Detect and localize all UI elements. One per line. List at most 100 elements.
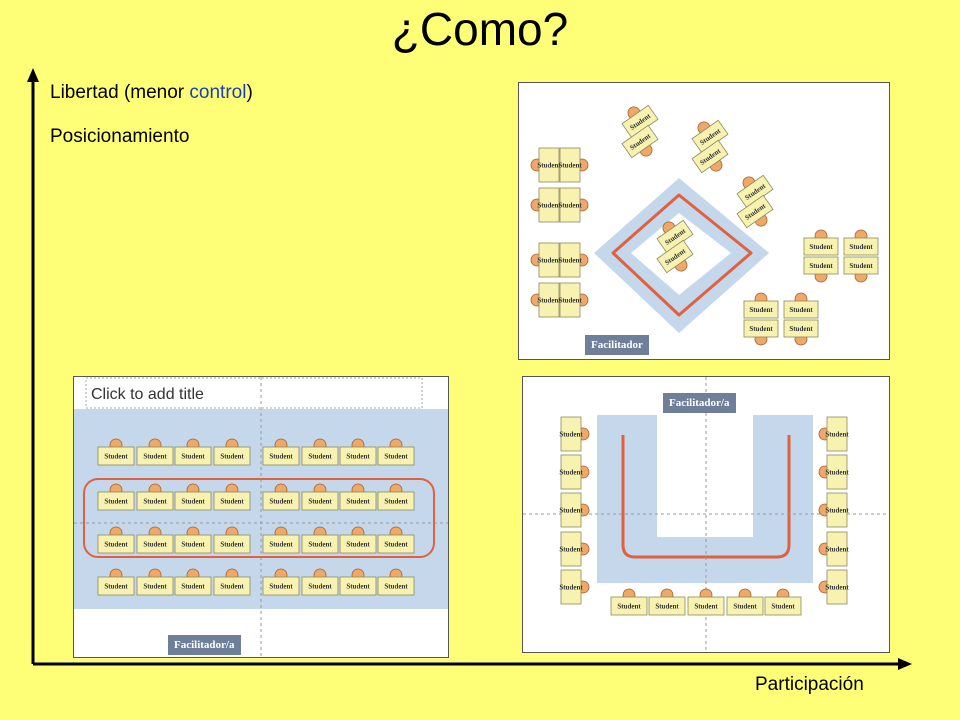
- desk-rect: [726, 596, 764, 616]
- desk-rect: [560, 416, 582, 452]
- desk-label: Student: [537, 297, 561, 305]
- student-desk: Student: [530, 282, 561, 318]
- desk-label: Student: [269, 453, 293, 461]
- y-axis-label-secondary: Posicionamiento: [50, 126, 190, 147]
- student-desk: Student: [301, 568, 339, 596]
- desk-label: Student: [269, 498, 293, 506]
- desk-label: Student: [749, 325, 773, 333]
- desk-label: Student: [559, 584, 583, 592]
- desk-rect: [764, 596, 802, 616]
- desk-label: Student: [346, 453, 370, 461]
- desk-rect: [743, 300, 779, 319]
- desk-label: Student: [269, 583, 293, 591]
- student-desk: Student: [377, 568, 415, 596]
- student-desk: Student: [743, 292, 779, 319]
- desk-rect: [339, 576, 377, 596]
- desk-rect: [97, 576, 135, 596]
- desk-rect: [136, 446, 174, 466]
- desk-rect: [377, 576, 415, 596]
- slide-title: ¿Como?: [391, 3, 569, 55]
- student-desk: Student: [136, 568, 174, 596]
- desk-label: Student: [104, 541, 128, 549]
- student-desk: Student: [262, 568, 300, 596]
- desk-rect: [691, 139, 729, 174]
- desk-rect: [262, 446, 300, 466]
- desk-rect: [97, 534, 135, 554]
- highlight-word: control: [189, 82, 247, 103]
- desk-rect: [213, 491, 251, 511]
- student-desk: Student: [174, 483, 212, 511]
- desk-label: Student: [825, 546, 849, 554]
- student-desk: Student: [559, 416, 590, 452]
- student-desk: Student: [301, 483, 339, 511]
- desk-label: Student: [849, 262, 873, 270]
- student-desk: Student: [558, 242, 589, 278]
- student-desk: Student: [377, 526, 415, 554]
- title-placeholder-frame: [85, 377, 423, 409]
- desk-label: Student: [617, 603, 641, 611]
- y-axis-label: Libertad (menor control): [50, 82, 253, 103]
- desk-rect: [559, 282, 581, 318]
- student-desk: Student: [377, 438, 415, 466]
- desk-rect: [136, 491, 174, 511]
- student-desk: Student: [339, 438, 377, 466]
- desk-rect: [559, 147, 581, 183]
- desk-label: Student: [143, 541, 167, 549]
- desk-label: Student: [559, 469, 583, 477]
- desk-rect: [136, 534, 174, 554]
- desk-rect: [213, 576, 251, 596]
- desk-rect: [301, 534, 339, 554]
- desk-rect: [174, 534, 212, 554]
- desk-label: Student: [789, 325, 813, 333]
- desk-rect: [826, 492, 848, 528]
- desk-rect: [826, 569, 848, 605]
- desk-label: Student: [104, 583, 128, 591]
- student-desk: Student: [818, 492, 849, 528]
- desk-rect: [783, 319, 819, 338]
- desk-rect: [213, 446, 251, 466]
- desk-label: Student: [181, 583, 205, 591]
- desk-rect: [826, 454, 848, 490]
- student-desk: Student: [559, 569, 590, 605]
- desk-rect: [174, 491, 212, 511]
- desk-rect: [301, 491, 339, 511]
- desk-label: Student: [559, 431, 583, 439]
- desk-rect: [262, 491, 300, 511]
- desk-rect: [610, 596, 648, 616]
- title-placeholder[interactable]: Click to add title: [91, 386, 204, 403]
- student-desk: Student: [136, 526, 174, 554]
- student-desk: Student: [213, 438, 251, 466]
- desk-label: Student: [559, 507, 583, 515]
- desk-label: Student: [308, 498, 332, 506]
- desk-rect: [97, 446, 135, 466]
- desk-rect: [687, 596, 725, 616]
- student-desk: Student: [213, 483, 251, 511]
- desk-label: Student: [104, 453, 128, 461]
- student-desk: Student: [213, 526, 251, 554]
- desk-label: Student: [849, 243, 873, 251]
- desk-label: Student: [809, 262, 833, 270]
- student-desk: Student: [621, 124, 659, 159]
- desk-rect: [538, 147, 560, 183]
- student-desk: Student: [174, 526, 212, 554]
- student-desk: Student: [97, 483, 135, 511]
- desk-rect: [736, 194, 774, 229]
- desk-rect: [339, 491, 377, 511]
- facilitator-tag: Facilitador: [585, 335, 649, 355]
- student-desk: Student: [726, 588, 764, 616]
- desk-rect: [648, 596, 686, 616]
- desk-rect: [826, 416, 848, 452]
- desk-label: Student: [143, 498, 167, 506]
- desk-label: Student: [559, 546, 583, 554]
- desk-label: Student: [308, 453, 332, 461]
- student-desk: Student: [174, 438, 212, 466]
- student-desk: Student: [530, 242, 561, 278]
- student-desk: Student: [736, 194, 774, 229]
- student-desk: Student: [743, 319, 779, 346]
- clusters-diagram: StudentStudentStudentStudentStudentStude…: [530, 104, 879, 346]
- desk-label: Student: [537, 162, 561, 170]
- desk-label: Student: [809, 243, 833, 251]
- desk-rect: [783, 300, 819, 319]
- student-desk: Student: [558, 187, 589, 223]
